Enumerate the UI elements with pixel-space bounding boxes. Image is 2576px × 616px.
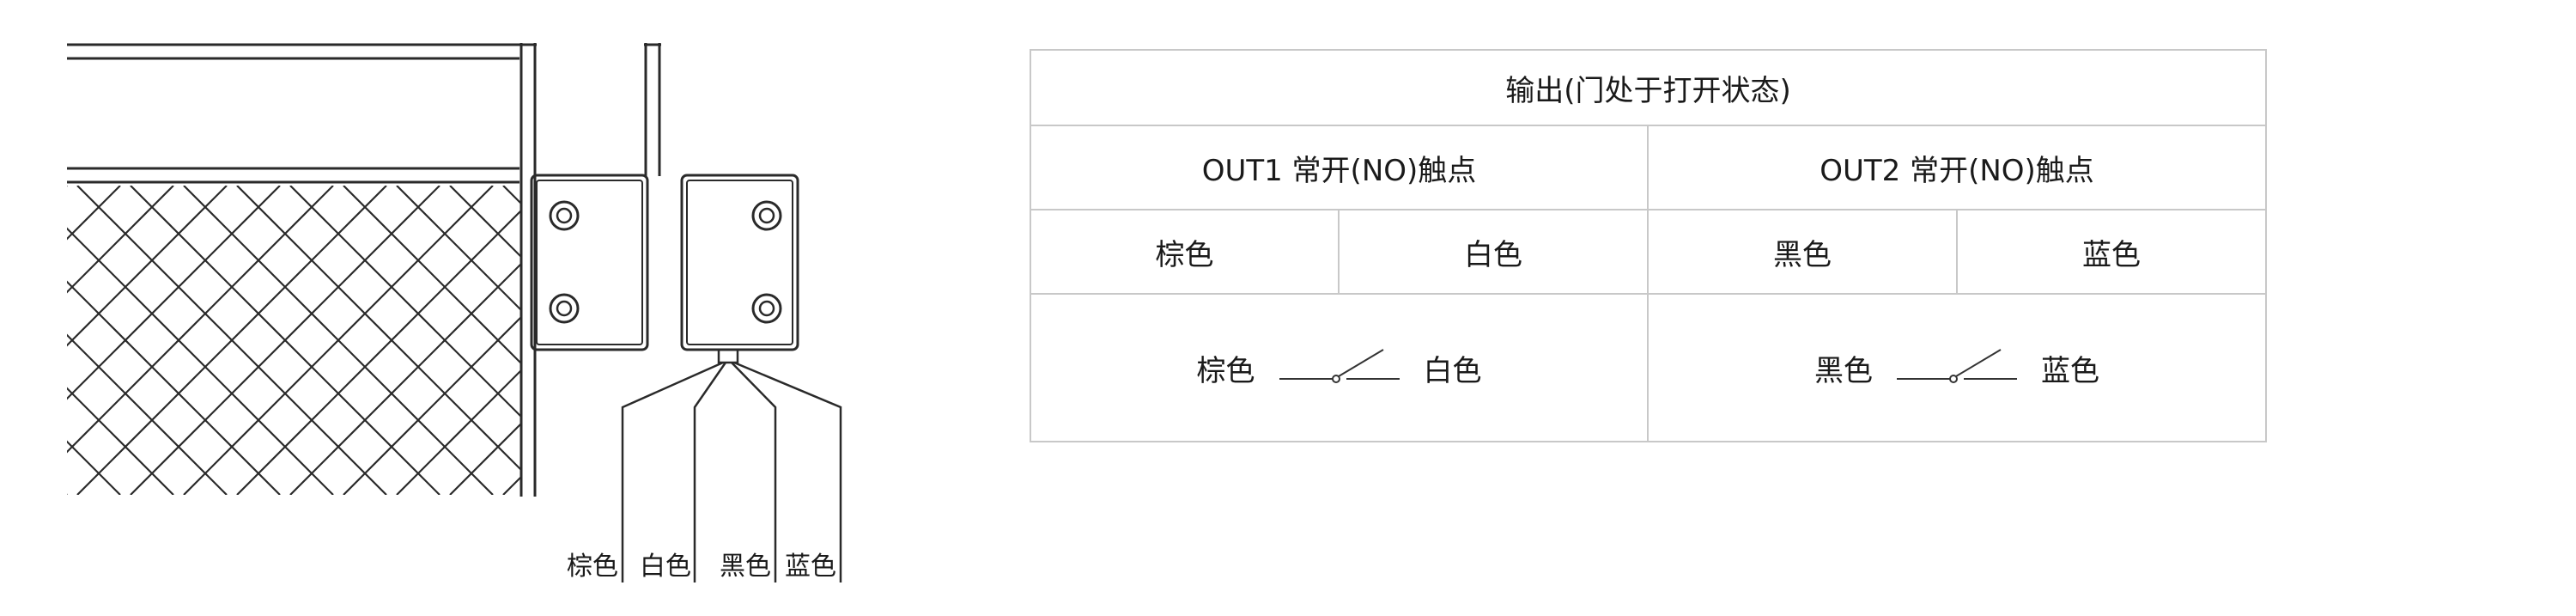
mesh-panel [0, 186, 919, 495]
out2-switch-left-label: 黑色 [1814, 353, 1874, 388]
mesh-line [556, 186, 866, 495]
wire-label-black: 黑色 [720, 552, 771, 582]
mesh-line [76, 186, 387, 495]
wire-label-brown: 棕色 [567, 552, 618, 582]
out2-switch-diagram: 黑色 蓝色 [1814, 346, 2099, 389]
mesh-line [289, 262, 521, 495]
mesh-line [67, 333, 228, 495]
wire-labels: 棕色 白色 黑色 蓝色 [567, 552, 836, 582]
out2-switch-right-label: 蓝色 [2041, 353, 2100, 388]
mesh-line [67, 186, 281, 400]
out1-color-a: 棕色 [1030, 209, 1340, 295]
mesh-line [67, 186, 68, 187]
no-switch-symbol [1279, 349, 1400, 383]
mesh-line [343, 315, 521, 495]
out1-switch-left-label: 棕色 [1196, 353, 1255, 388]
mesh-line [502, 475, 521, 495]
mesh-line [67, 493, 68, 495]
mesh-line [67, 186, 334, 454]
mesh-line [130, 186, 440, 495]
wire-label-white: 白色 [640, 552, 691, 582]
mesh-line [67, 440, 121, 495]
mesh-line [183, 186, 494, 495]
out1-color-b: 白色 [1338, 209, 1649, 295]
out2-color-a: 黑色 [1647, 209, 1958, 295]
mesh-line [67, 387, 174, 495]
mesh-line [396, 369, 521, 495]
installation-diagram: 棕色 白色 黑色 蓝色 [0, 43, 919, 582]
mesh-line [67, 186, 174, 294]
sensor-block [680, 174, 799, 364]
mesh-line [556, 186, 866, 495]
mesh-line [610, 186, 919, 495]
out1-switch-cell: 棕色 白色 [1030, 293, 1649, 442]
output-table: 输出(门处于打开状态) OUT1 常开(NO)触点 OUT2 常开(NO)触点 … [1029, 49, 2268, 442]
out1-header: OUT1 常开(NO)触点 [1030, 125, 1649, 210]
no-switch-symbol [1897, 349, 2018, 383]
wire-label-blue: 蓝色 [785, 552, 836, 582]
mesh-line [0, 186, 14, 495]
mesh-line [502, 186, 521, 205]
out1-switch-diagram: 棕色 白色 [1197, 346, 1482, 389]
mesh-line [236, 209, 521, 495]
out2-color-b: 蓝色 [1955, 209, 2268, 295]
mesh-line [449, 186, 521, 259]
mesh-line [610, 186, 919, 495]
out2-header: OUT2 常开(NO)触点 [1646, 125, 2268, 210]
mesh-line [67, 186, 228, 347]
door-frame [67, 43, 537, 497]
magnet-block [530, 174, 649, 351]
table-title: 输出(门处于打开状态) [1029, 49, 2268, 126]
mesh-line [0, 186, 14, 495]
fixed-post [644, 43, 661, 176]
mesh-line [396, 186, 521, 312]
mesh-line [67, 186, 121, 241]
out1-switch-right-label: 白色 [1423, 353, 1482, 388]
cable-bundle [621, 361, 842, 582]
out2-switch-cell: 黑色 蓝色 [1646, 293, 2268, 442]
mesh-line [67, 280, 281, 495]
mesh-line [449, 422, 521, 495]
